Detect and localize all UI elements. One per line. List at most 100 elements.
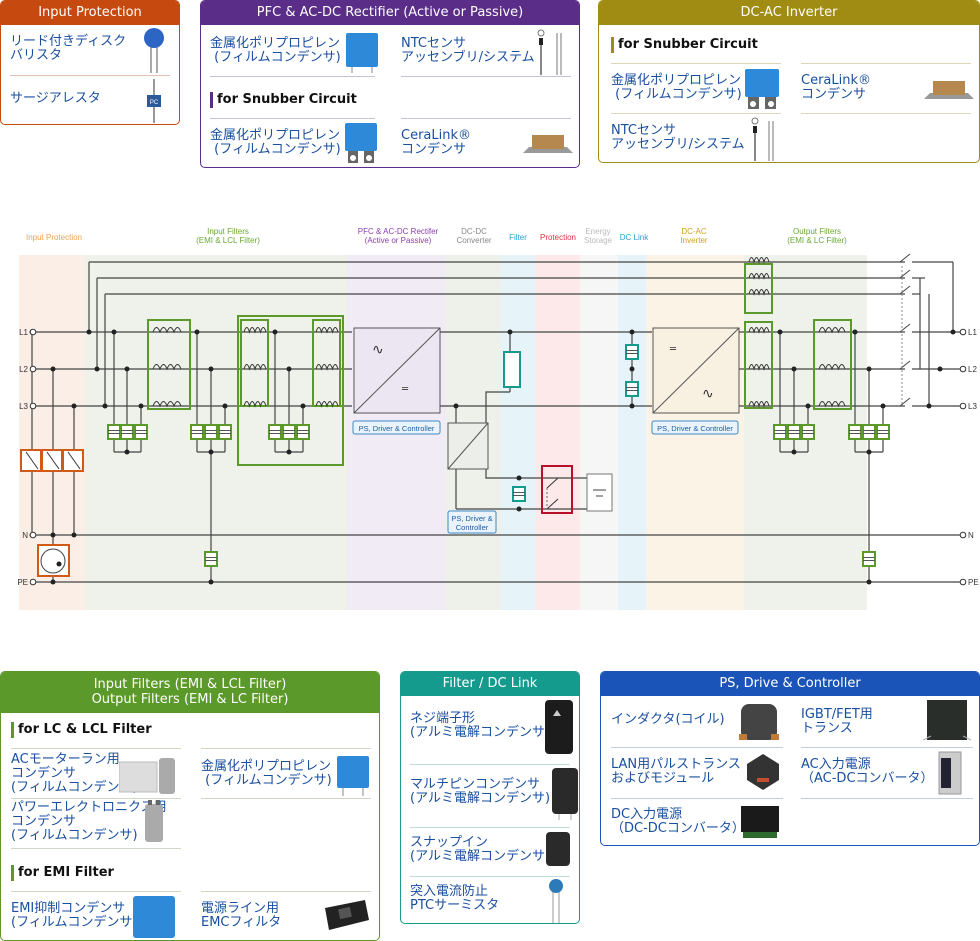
product-link-surge-arrester[interactable]: サージアレスタ xyxy=(10,91,101,106)
card-pfc-rectifier: PFC & AC-DC Rectifier (Active or Passive… xyxy=(200,0,580,168)
terminal-label-right: N xyxy=(968,531,974,540)
terminal-right xyxy=(959,578,967,586)
varistor-slash xyxy=(46,451,60,470)
surge-arrester-thumbnail: PC xyxy=(147,79,161,123)
junction-dot xyxy=(516,475,522,481)
capacitor-symbol xyxy=(107,424,121,440)
product-link-power-electronics-cap[interactable]: パワーエレクトロニクス用 コンデンサ (フィルムコンデンサ) xyxy=(11,800,167,843)
ps-driver-controller-tag xyxy=(352,420,441,435)
ac-symbol: ∿ xyxy=(372,342,384,358)
product-link-metallized-pp[interactable]: 金属化ポリプロピレン (フィルムコンデンサ) xyxy=(611,73,742,102)
capacitor-symbol xyxy=(625,344,639,360)
terminal-label-left: L3 xyxy=(19,402,28,411)
dcdc-diagonal xyxy=(447,422,489,470)
terminal-right xyxy=(959,531,967,539)
dc-power-supply-thumbnail xyxy=(741,806,779,838)
inductor-coil xyxy=(243,401,267,408)
ptc-thermistor-thumbnail xyxy=(549,879,563,923)
zone-label: PFC & AC-DC Rectifer(Active or Passive) xyxy=(358,227,439,245)
junction-dot xyxy=(102,403,108,409)
product-link-snap-in[interactable]: スナップイン (アルミ電解コンデンサ) xyxy=(410,835,551,864)
card-title: Input Filters (EMI & LCL Filter) Output … xyxy=(1,672,379,713)
terminal-label-right: L1 xyxy=(968,328,977,337)
dc-symbol: ═ xyxy=(669,344,677,355)
divider xyxy=(410,827,570,828)
capacitor-symbol xyxy=(862,424,876,440)
card-title: Filter / DC Link xyxy=(401,672,579,696)
junction-dot xyxy=(111,329,117,335)
inductor-coil xyxy=(748,257,770,264)
junction-dot xyxy=(937,366,943,372)
junction-dot xyxy=(50,366,56,372)
varistor-slash xyxy=(25,451,39,470)
junction-dot xyxy=(926,403,932,409)
ps-driver-controller-tag xyxy=(447,510,497,534)
product-link-screw-terminal[interactable]: ネジ端子形 (アルミ電解コンデンサ) xyxy=(410,711,551,740)
ps-driver-controller-label: PS, Driver & Controller xyxy=(657,424,733,433)
junction-dot xyxy=(866,579,872,585)
product-link-ac-motor-run[interactable]: ACモーターラン用 コンデンサ (フィルムコンデンサ) xyxy=(11,752,138,795)
power-capacitor-thumbnail xyxy=(145,800,163,842)
product-link-ntc-sensor[interactable]: NTCセンサ アッセンブリ/システム xyxy=(611,123,745,152)
junction-dot xyxy=(50,579,56,585)
product-link-ptc-thermistor[interactable]: 突入電流防止 PTCサーミスタ xyxy=(410,884,500,913)
terminal-label-left: L2 xyxy=(19,365,28,374)
capacitor-symbol xyxy=(773,424,787,440)
junction-dot xyxy=(208,449,214,455)
product-link-disk-varistor[interactable]: リード付きディスク バリスタ xyxy=(10,34,127,63)
subheading-snubber: for Snubber Circuit xyxy=(210,92,357,108)
product-link-dc-power-supply[interactable]: DC入力電源 （DC-DCコンバータ） xyxy=(611,807,745,836)
product-link-emc-filter[interactable]: 電源ライン用 EMCフィルタ xyxy=(201,901,282,930)
inductor-coil xyxy=(818,364,846,371)
product-link-metallized-pp[interactable]: 金属化ポリプロピレン (フィルムコンデンサ) xyxy=(210,36,341,65)
product-link-emi-suppression-cap[interactable]: EMI抑制コンデンサ (フィルムコンデンサ) xyxy=(11,901,138,930)
divider xyxy=(801,798,973,799)
svg-text:PC: PC xyxy=(150,100,159,106)
terminal-left xyxy=(29,328,37,336)
varistor-symbol xyxy=(62,449,84,472)
product-link-igbt-transformer[interactable]: IGBT/FET用 トランス xyxy=(801,707,873,736)
varistor-slash xyxy=(67,451,81,470)
film-capacitor-thumbnail xyxy=(337,756,369,796)
product-link-ceralink[interactable]: CeraLink® コンデンサ xyxy=(801,73,872,102)
ps-driver-controller-label: Controller xyxy=(456,523,489,532)
product-link-inductor[interactable]: インダクタ(コイル) xyxy=(611,712,725,727)
divider xyxy=(611,113,781,114)
inductor-coil xyxy=(152,327,182,334)
product-link-ceralink[interactable]: CeraLink® コンデンサ xyxy=(401,128,472,157)
inductor-coil xyxy=(243,364,267,371)
zone-background xyxy=(618,255,646,610)
ps-driver-controller-label: PS, Driver & Controller xyxy=(359,424,435,433)
product-link-ac-power-supply[interactable]: AC入力電源 （AC-DCコンバータ） xyxy=(801,757,934,786)
card-title-line2: Output Filters (EMI & LC Filter) xyxy=(91,692,289,707)
product-link-ntc-sensor[interactable]: NTCセンサ アッセンブリ/システム xyxy=(401,36,535,65)
terminal-label-left: N xyxy=(22,531,28,540)
capacitor-symbol xyxy=(204,551,218,567)
snap-in-capacitor-thumbnail xyxy=(546,832,570,866)
product-link-multipin[interactable]: マルチピンコンデンサ (アルミ電解コンデンサ) xyxy=(410,777,551,806)
product-link-lan-pulse-transformer[interactable]: LAN用パルストランス およびモジュール xyxy=(611,757,741,786)
card-title: PFC & AC-DC Rectifier (Active or Passive… xyxy=(201,1,579,25)
inverter-diagonal xyxy=(652,327,740,414)
capacitor-symbol xyxy=(268,424,282,440)
divider xyxy=(401,76,571,77)
ceralink-thumbnail xyxy=(924,81,974,99)
product-link-metallized-pp-snubber[interactable]: 金属化ポリプロピレン (フィルムコンデンサ) xyxy=(210,128,341,157)
terminal-right xyxy=(959,328,967,336)
divider xyxy=(11,748,181,749)
subheading-emi-filter: for EMI Filter xyxy=(11,865,114,881)
product-link-metallized-pp[interactable]: 金属化ポリプロピレン (フィルムコンデンサ) xyxy=(201,759,332,788)
junction-dot xyxy=(805,403,811,409)
junction-dot xyxy=(777,329,783,335)
motor-run-capacitor-thumbnail xyxy=(119,758,175,794)
terminal-left xyxy=(29,531,37,539)
capacitor-symbol xyxy=(296,424,310,440)
varistor-symbol xyxy=(20,449,42,472)
divider xyxy=(11,848,181,849)
divider xyxy=(611,747,783,748)
divider xyxy=(11,798,181,799)
capacitor-symbol xyxy=(848,424,862,440)
